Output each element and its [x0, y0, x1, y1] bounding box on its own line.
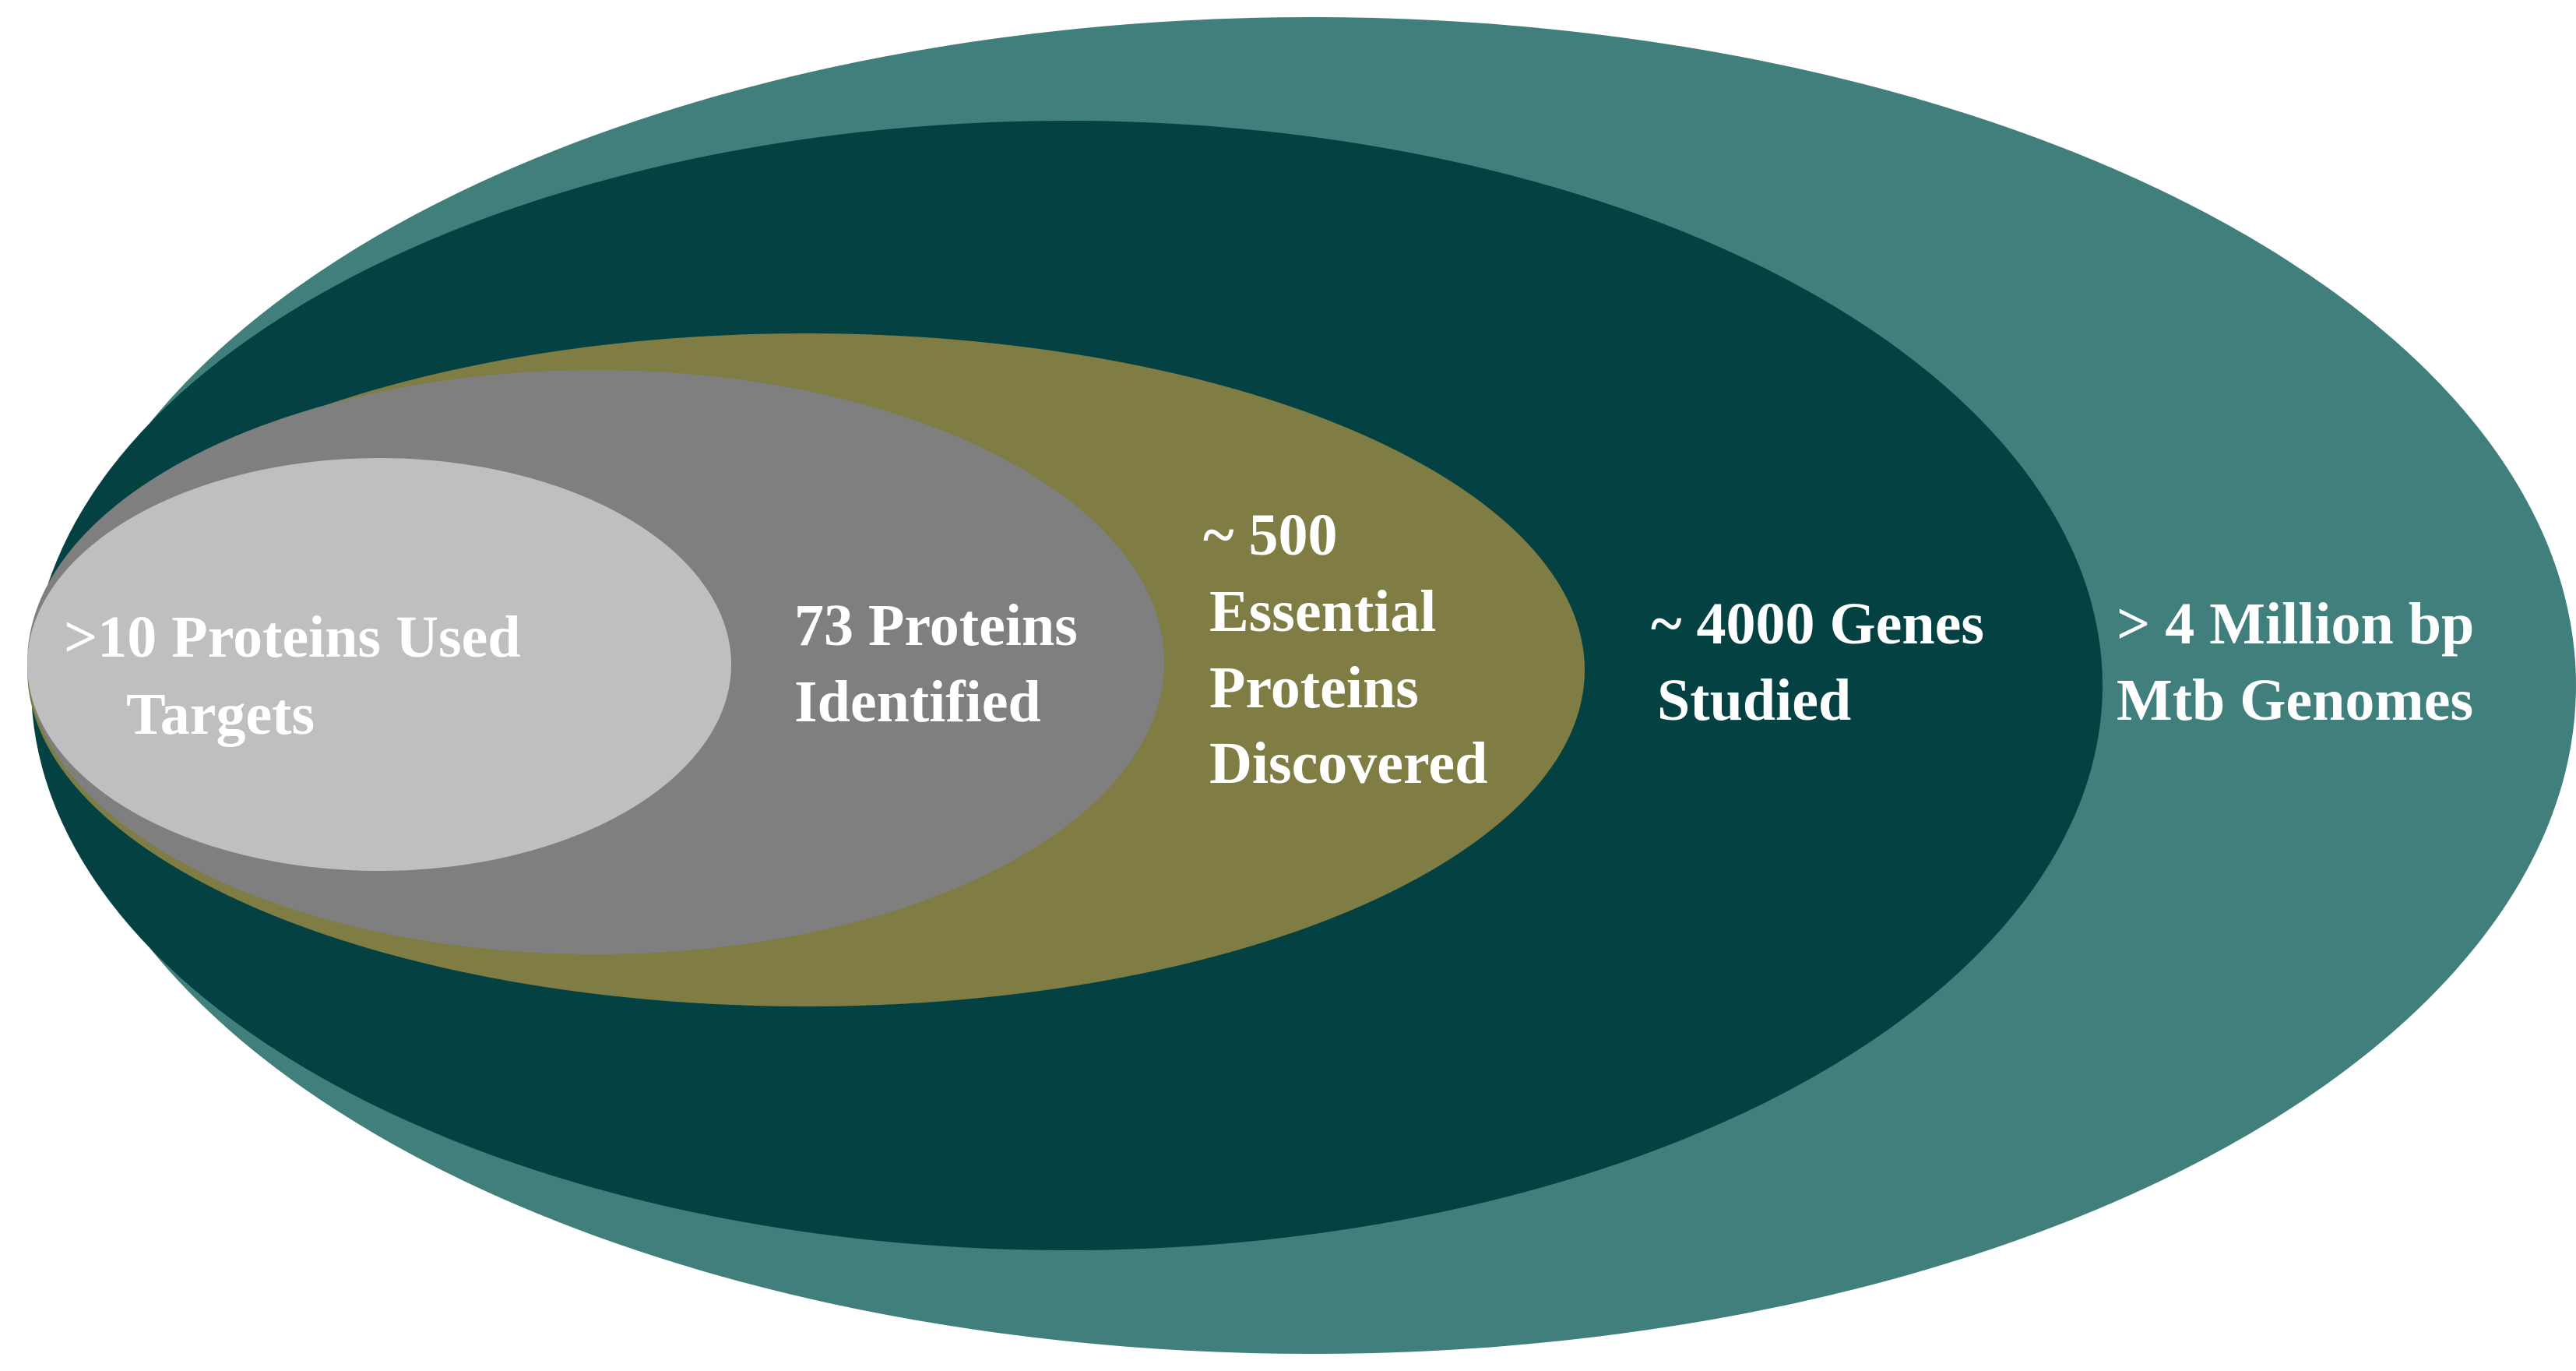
label-genomes: > 4 Million bp Mtb Genomes: [2117, 591, 2489, 733]
label-essential-line-3: Proteins: [1209, 655, 1419, 721]
label-genomes-line-1: > 4 Million bp: [2117, 591, 2474, 657]
label-genes-line-1: ~ 4000 Genes: [1651, 591, 1984, 657]
label-identified-line-1: 73 Proteins: [794, 593, 1078, 658]
label-essential-line-4: Discovered: [1209, 731, 1487, 796]
label-targets-line-1: >10 Proteins Used: [64, 604, 521, 670]
label-identified: 73 Proteins Identified: [794, 593, 1093, 735]
label-essential-line-1: ~ 500: [1203, 502, 1338, 568]
ellipse-targets: [27, 458, 731, 871]
label-genomes-line-2: Mtb Genomes: [2117, 668, 2473, 733]
label-targets-line-2: Targets: [126, 682, 315, 747]
label-essential: ~ 500 Essential Proteins Discovered: [1203, 502, 1487, 796]
label-essential-line-2: Essential: [1209, 579, 1436, 644]
label-genes-line-2: Studied: [1657, 668, 1851, 733]
label-identified-line-2: Identified: [794, 669, 1041, 735]
label-genes: ~ 4000 Genes Studied: [1651, 591, 1999, 733]
label-targets: >10 Proteins Used Targets: [64, 604, 536, 747]
